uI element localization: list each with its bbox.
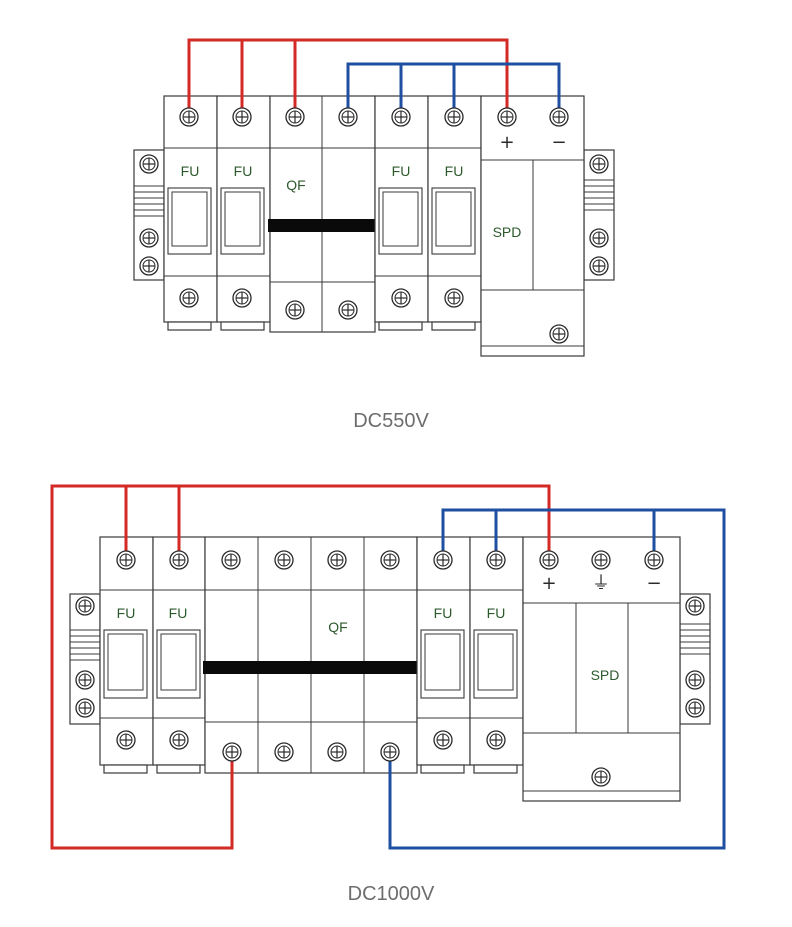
screw-terminal-icon <box>539 550 559 570</box>
positive-wire <box>187 38 509 117</box>
screw-terminal-icon <box>75 670 95 690</box>
spd-positive-symbol: + <box>499 132 514 153</box>
screw-terminal-icon <box>591 550 611 570</box>
screw-terminal-icon <box>139 228 159 248</box>
screw-terminal-icon <box>380 550 400 570</box>
fuse-module <box>99 536 154 774</box>
screw-terminal-icon <box>589 154 609 174</box>
diagram-caption: DC550V <box>353 410 429 432</box>
screw-terminal-icon <box>179 288 199 308</box>
screw-terminal-icon <box>179 107 199 127</box>
spd-negative-symbol: − <box>646 573 661 594</box>
positive-wire <box>50 484 551 850</box>
spd-label: SPD <box>493 224 522 240</box>
diagram-caption: DC1000V <box>348 883 435 905</box>
screw-terminal-icon <box>116 550 136 570</box>
fuse-module <box>416 536 471 774</box>
screw-terminal-icon <box>685 670 705 690</box>
screw-terminal-icon <box>75 698 95 718</box>
screw-terminal-icon <box>139 256 159 276</box>
screw-terminal-icon <box>549 324 569 344</box>
screw-terminal-icon <box>274 550 294 570</box>
screw-terminal-icon <box>685 698 705 718</box>
screw-terminal-icon <box>232 288 252 308</box>
fuse-module <box>152 536 206 774</box>
screw-terminal-icon <box>589 228 609 248</box>
screw-terminal-icon <box>549 107 569 127</box>
screw-terminal-icon <box>433 550 453 570</box>
screw-terminal-icon <box>589 256 609 276</box>
fuse-module <box>469 536 524 774</box>
screw-terminal-icon <box>116 730 136 750</box>
screw-terminal-icon <box>486 730 506 750</box>
screw-terminal-icon <box>75 596 95 616</box>
fuse-module <box>374 95 429 331</box>
fuse-label: FU <box>392 163 411 179</box>
screw-terminal-icon <box>232 107 252 127</box>
diagram-dc1000v: FU FU QF FU FU SPD + ⏚ − DC1000V <box>50 484 726 905</box>
spd-negative-symbol: − <box>551 132 566 153</box>
screw-terminal-icon <box>327 550 347 570</box>
screw-terminal-icon <box>274 742 294 762</box>
screw-terminal-icon <box>391 288 411 308</box>
screw-terminal-icon <box>169 730 189 750</box>
fuse-label: FU <box>169 605 188 621</box>
screw-terminal-icon <box>338 107 358 127</box>
breaker-module <box>268 95 377 333</box>
screw-terminal-icon <box>644 550 664 570</box>
screw-terminal-icon <box>433 730 453 750</box>
screw-terminal-icon <box>169 550 189 570</box>
fuse-module <box>427 95 482 331</box>
screw-terminal-icon <box>222 742 242 762</box>
screw-terminal-icon <box>591 767 611 787</box>
screw-terminals <box>75 107 705 787</box>
screw-terminal-icon <box>444 288 464 308</box>
fuse-label: FU <box>487 605 506 621</box>
screw-terminal-icon <box>486 550 506 570</box>
spd-module <box>522 536 681 802</box>
fuse-label: FU <box>117 605 136 621</box>
screw-terminal-icon <box>139 154 159 174</box>
fuse-label: FU <box>181 163 200 179</box>
ground-symbol-icon: ⏚ <box>592 573 610 594</box>
fuse-label: FU <box>234 163 253 179</box>
diagram-dc550v: FU FU QF FU FU SPD + − DC550V <box>133 38 615 432</box>
screw-terminal-icon <box>327 742 347 762</box>
spd-label: SPD <box>591 667 620 683</box>
spd-positive-symbol: + <box>541 573 556 594</box>
breaker-label: QF <box>328 619 347 635</box>
breaker-module <box>203 536 419 774</box>
screw-terminal-icon <box>285 300 305 320</box>
screw-terminal-icon <box>497 107 517 127</box>
screw-terminal-icon <box>380 742 400 762</box>
fuse-label: FU <box>434 605 453 621</box>
fuse-label: FU <box>445 163 464 179</box>
breaker-label: QF <box>286 177 305 193</box>
spd-module <box>480 95 585 357</box>
screw-terminal-icon <box>391 107 411 127</box>
screw-terminal-icon <box>285 107 305 127</box>
screw-terminal-icon <box>338 300 358 320</box>
screw-terminal-icon <box>685 596 705 616</box>
screw-terminal-icon <box>221 550 241 570</box>
screw-terminal-icon <box>444 107 464 127</box>
